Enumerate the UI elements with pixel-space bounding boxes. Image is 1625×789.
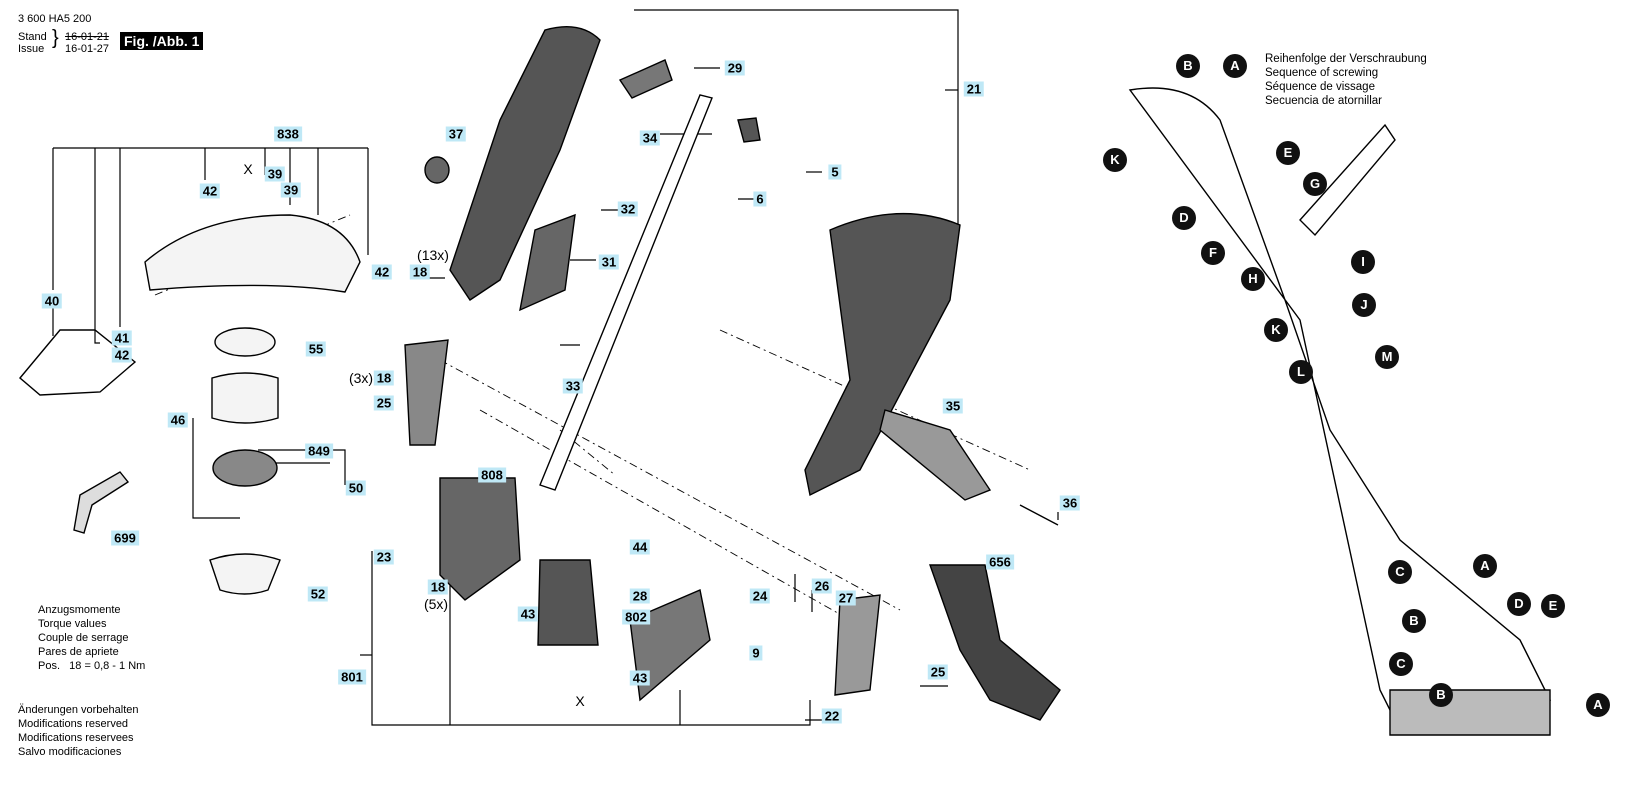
part-label: 22 bbox=[821, 708, 843, 724]
issue-label: Issue bbox=[18, 43, 45, 55]
sequence-marker: D bbox=[1507, 592, 1531, 616]
part-label: 36 bbox=[1059, 495, 1081, 511]
part-label: X bbox=[243, 161, 253, 177]
quantity-label: (3x) bbox=[348, 370, 374, 386]
sequence-marker: A bbox=[1473, 554, 1497, 578]
part-label: 9 bbox=[749, 645, 763, 661]
part-label: 808 bbox=[478, 467, 506, 483]
part-label: 6 bbox=[753, 191, 767, 207]
quantity-label: (13x) bbox=[417, 247, 449, 263]
part-label: 32 bbox=[617, 201, 639, 217]
part-label: 18 bbox=[409, 264, 431, 280]
sequence-marker: A bbox=[1586, 693, 1610, 717]
part-label: 21 bbox=[963, 81, 985, 97]
part-label: 801 bbox=[338, 669, 366, 685]
sequence-marker: M bbox=[1375, 345, 1399, 369]
sequence-marker: B bbox=[1429, 683, 1453, 707]
part-label: 25 bbox=[373, 395, 395, 411]
part-label: 50 bbox=[345, 480, 367, 496]
sequence-marker: A bbox=[1223, 54, 1247, 78]
part-label: 41 bbox=[111, 330, 133, 346]
part-label: 27 bbox=[835, 590, 857, 606]
sequence-marker: F bbox=[1201, 241, 1225, 265]
part-label: 46 bbox=[167, 412, 189, 428]
part-label: 42 bbox=[371, 264, 393, 280]
part-label: 35 bbox=[942, 398, 964, 414]
part-label: 18 bbox=[373, 370, 395, 386]
brace: } bbox=[52, 27, 59, 49]
sequence-marker: I bbox=[1351, 250, 1375, 274]
part-label: 802 bbox=[622, 609, 650, 625]
part-label: 34 bbox=[639, 130, 661, 146]
part-label: 18 bbox=[427, 579, 449, 595]
part-label: 699 bbox=[111, 530, 139, 546]
part-label: 52 bbox=[307, 586, 329, 602]
issue-date: 16-01-27 bbox=[65, 43, 110, 55]
sequence-marker: J bbox=[1352, 293, 1376, 317]
part-label: 838 bbox=[274, 126, 302, 142]
sequence-marker: C bbox=[1389, 652, 1413, 676]
part-label: 37 bbox=[445, 126, 467, 142]
part-label: 656 bbox=[986, 554, 1014, 570]
stand-date: 16-01-21 bbox=[65, 31, 110, 43]
part-label: 31 bbox=[598, 254, 620, 270]
part-label: 40 bbox=[41, 293, 63, 309]
sequence-marker: D bbox=[1172, 206, 1196, 230]
part-label: 43 bbox=[629, 670, 651, 686]
part-label: X bbox=[575, 693, 585, 709]
sequence-marker: E bbox=[1541, 594, 1565, 618]
part-label: 26 bbox=[811, 578, 833, 594]
part-label: 33 bbox=[562, 378, 584, 394]
sequence-marker: G bbox=[1303, 172, 1327, 196]
part-label: 24 bbox=[749, 588, 771, 604]
part-label: 39 bbox=[264, 166, 286, 182]
part-number: 3 600 HA5 200 bbox=[18, 13, 92, 25]
sequence-marker: L bbox=[1289, 360, 1313, 384]
part-label: 42 bbox=[111, 347, 133, 363]
part-label: 29 bbox=[724, 60, 746, 76]
part-label: 5 bbox=[828, 164, 842, 180]
sequence-marker: K bbox=[1103, 148, 1127, 172]
part-label: 42 bbox=[199, 183, 221, 199]
part-label: 43 bbox=[517, 606, 539, 622]
part-label: 28 bbox=[629, 588, 651, 604]
sequence-marker: E bbox=[1276, 141, 1300, 165]
part-label: 55 bbox=[305, 341, 327, 357]
part-label: 23 bbox=[373, 549, 395, 565]
part-label: 25 bbox=[927, 664, 949, 680]
part-label: 39 bbox=[280, 182, 302, 198]
part-label: 849 bbox=[305, 443, 333, 459]
sequence-marker: K bbox=[1264, 318, 1288, 342]
sequence-marker: B bbox=[1402, 609, 1426, 633]
part-label: 44 bbox=[629, 539, 651, 555]
sequence-marker: B bbox=[1176, 54, 1200, 78]
stand-label: Stand bbox=[18, 31, 47, 43]
quantity-label: (5x) bbox=[423, 596, 449, 612]
sequence-marker: C bbox=[1388, 560, 1412, 584]
sequence-marker: H bbox=[1241, 267, 1265, 291]
figure-label: Fig. /Abb. 1 bbox=[120, 32, 204, 50]
